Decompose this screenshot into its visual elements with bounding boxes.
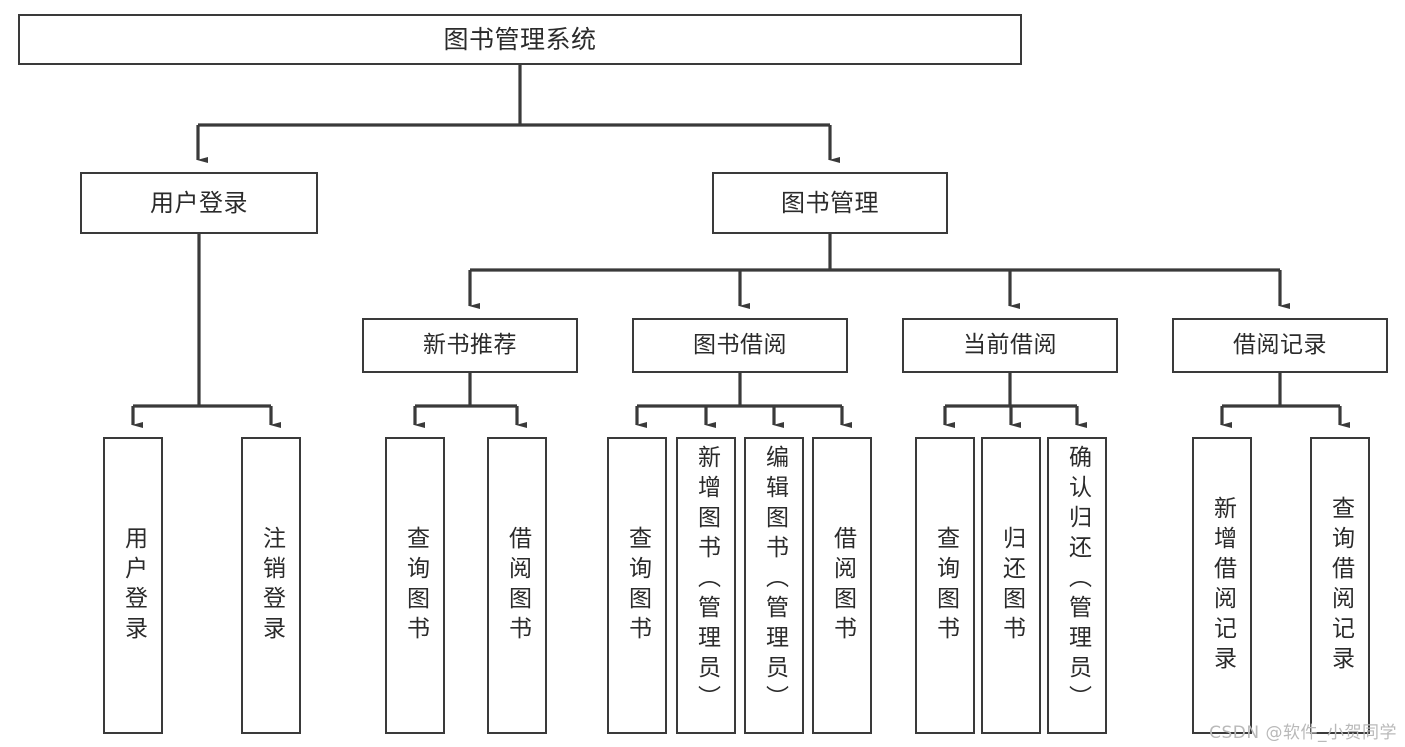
node-leaf-borrow-book-recommend[interactable]: 借阅图书: [487, 437, 547, 734]
node-leaf-query-book-current[interactable]: 查询图书: [915, 437, 975, 734]
node-leaf-confirm-return[interactable]: 确认归还（管理员）: [1047, 437, 1107, 734]
node-current-borrow[interactable]: 当前借阅: [902, 318, 1118, 373]
node-leaf-query-book-recommend[interactable]: 查询图书: [385, 437, 445, 734]
node-leaf-borrow-book[interactable]: 借阅图书: [812, 437, 872, 734]
edge-borrow-to-leaves: [635, 373, 852, 428]
node-leaf-query-book-borrow[interactable]: 查询图书: [607, 437, 667, 734]
node-book-manage[interactable]: 图书管理: [712, 172, 948, 234]
node-leaf-query-book-current-label: 查询图书: [932, 525, 959, 646]
node-leaf-return-book[interactable]: 归还图书: [981, 437, 1041, 734]
node-root[interactable]: 图书管理系统: [18, 14, 1022, 65]
node-leaf-add-record-label: 新增借阅记录: [1209, 495, 1236, 676]
node-leaf-query-record-label: 查询借阅记录: [1327, 495, 1354, 676]
node-leaf-logout-label: 注销登录: [258, 525, 285, 646]
node-user-login[interactable]: 用户登录: [80, 172, 318, 234]
node-new-book-recommend[interactable]: 新书推荐: [362, 318, 578, 373]
edge-record-to-leaves: [1220, 373, 1350, 428]
node-leaf-query-book-recommend-label: 查询图书: [402, 525, 429, 646]
edge-recommend-to-leaves: [413, 373, 527, 428]
node-leaf-logout[interactable]: 注销登录: [241, 437, 301, 734]
node-book-manage-label: 图书管理: [781, 188, 879, 217]
edge-book-manage-to-level3: [468, 234, 1290, 309]
node-new-book-recommend-label: 新书推荐: [423, 331, 517, 358]
node-leaf-return-book-label: 归还图书: [998, 525, 1025, 646]
node-leaf-confirm-return-label: 确认归还（管理员）: [1064, 445, 1091, 715]
node-leaf-user-login[interactable]: 用户登录: [103, 437, 163, 734]
node-book-borrow-label: 图书借阅: [693, 331, 787, 358]
edge-current-to-leaves: [943, 373, 1087, 428]
node-leaf-add-book[interactable]: 新增图书（管理员）: [676, 437, 736, 734]
node-current-borrow-label: 当前借阅: [963, 331, 1057, 358]
node-leaf-edit-book-label: 编辑图书（管理员）: [761, 445, 788, 715]
node-leaf-user-login-label: 用户登录: [120, 525, 147, 646]
node-leaf-add-book-label: 新增图书（管理员）: [693, 445, 720, 715]
node-leaf-edit-book[interactable]: 编辑图书（管理员）: [744, 437, 804, 734]
edge-user-login-to-leaves: [131, 234, 281, 428]
node-leaf-query-record[interactable]: 查询借阅记录: [1310, 437, 1370, 734]
node-leaf-borrow-book-label: 借阅图书: [829, 525, 856, 646]
edge-root-to-level2: [196, 65, 840, 163]
node-root-label: 图书管理系统: [443, 24, 597, 54]
csdn-watermark: CSDN @软件_小贺同学: [1209, 723, 1397, 743]
node-user-login-label: 用户登录: [150, 188, 248, 217]
node-borrow-record[interactable]: 借阅记录: [1172, 318, 1388, 373]
node-leaf-borrow-book-recommend-label: 借阅图书: [504, 525, 531, 646]
node-leaf-add-record[interactable]: 新增借阅记录: [1192, 437, 1252, 734]
node-leaf-query-book-borrow-label: 查询图书: [624, 525, 651, 646]
node-book-borrow[interactable]: 图书借阅: [632, 318, 848, 373]
node-borrow-record-label: 借阅记录: [1233, 331, 1327, 358]
